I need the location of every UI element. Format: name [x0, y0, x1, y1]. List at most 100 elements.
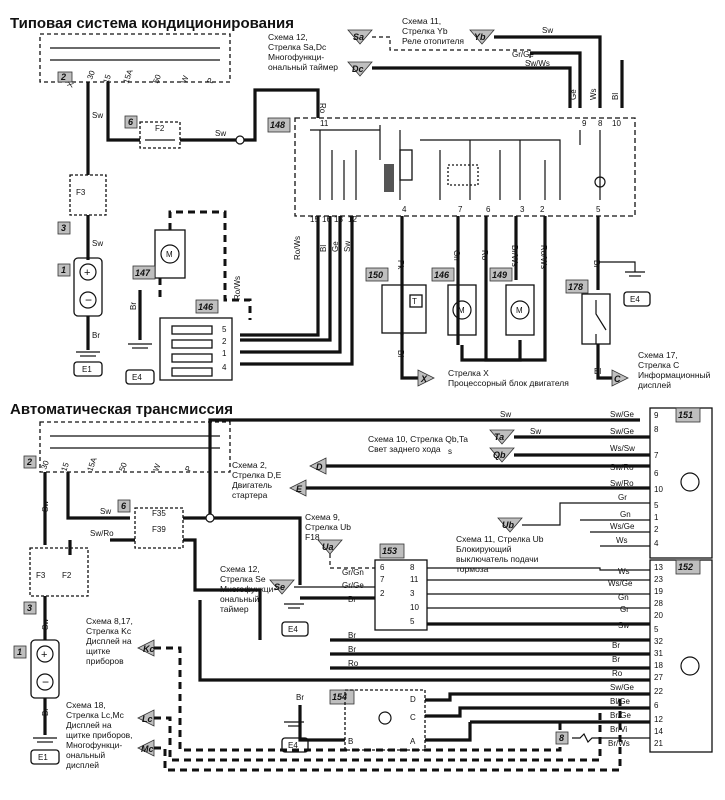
svg-text:T: T — [412, 297, 417, 306]
svg-text:32: 32 — [654, 637, 663, 646]
connector-ta: Ta — [489, 429, 515, 445]
svg-text:Br: Br — [92, 331, 100, 340]
svg-text:Ub: Ub — [502, 520, 514, 530]
svg-text:6: 6 — [486, 205, 491, 214]
connector-151: 151 9 8 7 6 10 5 1 2 4 — [649, 407, 713, 559]
svg-text:146: 146 — [198, 302, 214, 312]
svg-text:4: 4 — [654, 539, 659, 548]
svg-text:Dc: Dc — [352, 64, 364, 74]
switch-178: 178 — [565, 279, 611, 345]
svg-text:14: 14 — [654, 727, 663, 736]
svg-text:10: 10 — [612, 119, 621, 128]
fuse-f2: 6 F2 — [124, 115, 181, 149]
svg-text:16: 16 — [322, 215, 331, 224]
svg-text:Br: Br — [296, 693, 304, 702]
svg-text:F35: F35 — [152, 509, 166, 518]
svg-text:M: M — [166, 250, 173, 259]
svg-text:5: 5 — [222, 325, 227, 334]
svg-text:27: 27 — [654, 673, 663, 682]
svg-text:Ge: Ge — [331, 241, 340, 252]
svg-text:Ws: Ws — [616, 536, 628, 545]
svg-text:E1: E1 — [38, 753, 48, 762]
svg-text:Bl: Bl — [611, 93, 620, 100]
svg-text:12: 12 — [654, 715, 663, 724]
svg-text:Sw: Sw — [343, 241, 352, 252]
svg-text:Ro: Ro — [348, 659, 359, 668]
svg-text:Gr/Ge: Gr/Ge — [342, 581, 364, 590]
svg-text:D: D — [316, 462, 323, 472]
motor-149: 149 M — [489, 267, 535, 336]
svg-text:7: 7 — [458, 205, 463, 214]
svg-text:7: 7 — [654, 451, 659, 460]
ignition-switch-top: 2 30 15 15A 50 W P X — [39, 33, 231, 89]
svg-text:10: 10 — [654, 485, 663, 494]
svg-text:11: 11 — [410, 575, 419, 584]
svg-text:153: 153 — [382, 546, 397, 556]
svg-text:Br: Br — [612, 655, 620, 664]
svg-text:Ws/Ge: Ws/Ge — [610, 522, 635, 531]
svg-text:Gr: Gr — [620, 605, 629, 614]
ground-e4-bottom: E4 — [281, 721, 309, 753]
svg-text:Ro: Ro — [318, 103, 327, 114]
svg-text:Br: Br — [612, 641, 620, 650]
svg-text:21: 21 — [654, 739, 663, 748]
fuse-f3-f2-bottom: F3 F2 3 — [23, 547, 89, 615]
svg-text:F39: F39 — [152, 525, 166, 534]
svg-text:D: D — [410, 695, 416, 704]
svg-text:Br: Br — [348, 645, 356, 654]
svg-text:4: 4 — [402, 205, 407, 214]
svg-text:Ro/Ws: Ro/Ws — [233, 276, 242, 300]
svg-text:M: M — [516, 306, 523, 315]
connector-d: D — [309, 457, 327, 475]
svg-text:Br: Br — [348, 631, 356, 640]
svg-text:5: 5 — [654, 501, 659, 510]
svg-text:Sw: Sw — [215, 129, 226, 138]
svg-text:9: 9 — [654, 411, 659, 420]
svg-text:Ro: Ro — [612, 669, 623, 678]
svg-text:13: 13 — [654, 563, 663, 572]
svg-text:s: s — [448, 447, 452, 456]
thermo-switch-150: 150 T — [365, 267, 427, 334]
svg-text:Sw: Sw — [618, 621, 629, 630]
switch-154: 154 D C A B — [329, 689, 426, 751]
svg-text:150: 150 — [368, 270, 383, 280]
ignition-switch-bottom: 2 30 15 15A 50 W P — [23, 421, 231, 473]
svg-text:F3: F3 — [76, 188, 86, 197]
svg-text:4: 4 — [222, 363, 227, 372]
svg-text:Sw: Sw — [542, 26, 553, 35]
svg-text:10: 10 — [410, 603, 419, 612]
note-schema11-bottom: Схема 11, Стрелка Ub Блокирующий выключа… — [456, 534, 546, 574]
svg-text:3: 3 — [27, 603, 32, 613]
svg-text:3: 3 — [61, 223, 66, 233]
svg-text:6: 6 — [380, 563, 385, 572]
note-schema17: Схема 17, Стрелка C Информационный диспл… — [638, 350, 713, 390]
svg-text:Sw: Sw — [92, 239, 103, 248]
svg-text:Ua: Ua — [322, 542, 334, 552]
ground-e4-top-right: E4 — [623, 271, 651, 307]
note-schema8: Схема 8,17, Стрелка Kc Дисплей на щитке … — [86, 616, 135, 666]
connector-152: 152 13 23 19 28 20 5 32 31 18 27 22 6 12… — [649, 559, 713, 753]
svg-text:149: 149 — [492, 270, 507, 280]
svg-text:F2: F2 — [62, 571, 72, 580]
wire-label-sw-1: Sw — [92, 111, 103, 120]
svg-text:3: 3 — [520, 205, 525, 214]
connector-e: E — [289, 479, 307, 497]
pin-50: 50 — [151, 73, 163, 85]
svg-text:Pk: Pk — [396, 260, 405, 270]
svg-text:Gr/Gn: Gr/Gn — [342, 568, 364, 577]
svg-text:Sa: Sa — [353, 32, 364, 42]
svg-text:23: 23 — [654, 575, 663, 584]
svg-text:6: 6 — [654, 701, 659, 710]
svg-text:Gn: Gn — [618, 593, 629, 602]
svg-text:11: 11 — [320, 119, 329, 128]
note-schema9: Схема 9, Стрелка Ub F18 — [305, 512, 353, 542]
connector-ua: Ua — [317, 539, 343, 555]
svg-text:E4: E4 — [288, 625, 298, 634]
svg-text:Sw: Sw — [100, 507, 111, 516]
fuse-f3: F3 3 — [57, 174, 107, 235]
pin-w: W — [179, 74, 190, 85]
svg-text:22: 22 — [654, 687, 663, 696]
svg-text:1: 1 — [17, 647, 22, 657]
svg-text:Ro/Ws: Ro/Ws — [539, 245, 548, 269]
